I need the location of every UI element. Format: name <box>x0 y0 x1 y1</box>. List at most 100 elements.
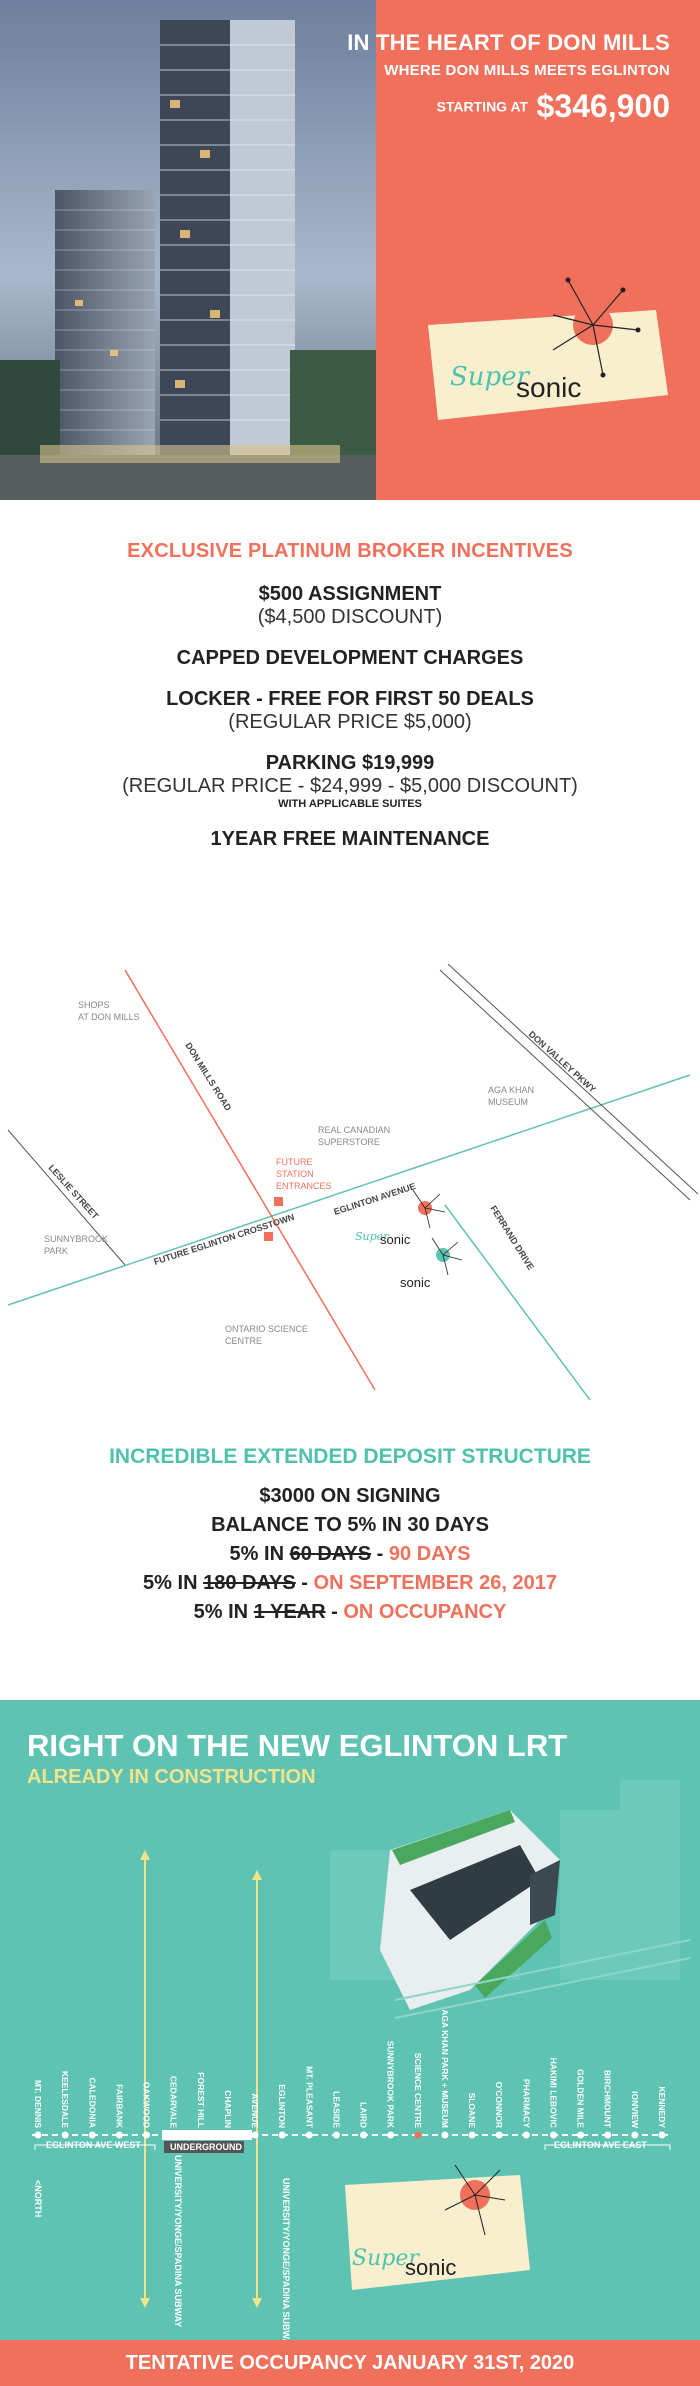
station-dot <box>414 2131 422 2139</box>
station-dot <box>387 2131 395 2139</box>
station-dot <box>549 2131 557 2139</box>
label-shops: SHOPS <box>78 1000 110 1010</box>
incentive-locker: LOCKER - FREE FOR FIRST 50 DEALS <box>166 688 534 710</box>
station-dot <box>224 2131 232 2139</box>
station-label: LEASIDE <box>331 2091 341 2128</box>
station-dot <box>143 2131 151 2139</box>
station-entrance-marker-2 <box>264 1232 273 1241</box>
station-label: AGA KHAN PARK + MUSEUM <box>440 2009 450 2128</box>
station-dot <box>34 2131 42 2139</box>
logo-sonic-text: sonic <box>516 372 581 403</box>
station-label: SCIENCE CENTRE <box>413 2053 423 2128</box>
lrt-subtitle: ALREADY IN CONSTRUCTION <box>27 1766 316 1788</box>
label-dvp: DON VALLEY PKWY <box>527 1029 598 1094</box>
super-sonic-logo: Super sonic <box>428 277 668 420</box>
lrt-logo-super: Super <box>352 2246 420 2271</box>
station-dot <box>360 2131 368 2139</box>
label-don-mills-road: DON MILLS ROAD <box>183 1041 233 1113</box>
label-crosstown: FUTURE EGLINTON CROSSTOWN <box>153 1212 296 1267</box>
station-label: AVENUE <box>250 2093 260 2128</box>
label-future-station-3: ENTRANCES <box>276 1181 332 1191</box>
subway-label-1: UNIVERSITY/YONGE/SPADINA SUBWAY <box>173 2155 183 2327</box>
label-sunnybrook: SUNNYBROOK <box>44 1234 108 1244</box>
label-ferrand-drive: FERRAND DRIVE <box>488 1204 536 1272</box>
subway-lines <box>144 1855 258 2305</box>
label-future-station: FUTURE <box>276 1157 313 1167</box>
station-label: FOREST HILL <box>196 2072 206 2128</box>
deposit-line-5-c: ON OCCUPANCY <box>343 1601 507 1623</box>
deposit-line-5-a: 5% IN <box>193 1601 254 1623</box>
label-shops-2: AT DON MILLS <box>78 1012 140 1022</box>
station-dot <box>197 2131 205 2139</box>
station-label: CHAPLIN <box>223 2090 233 2128</box>
incentive-assignment: $500 ASSIGNMENT <box>258 583 442 605</box>
station-label: O'CONNOR <box>494 2082 504 2128</box>
label-science-centre-2: CENTRE <box>225 1336 262 1346</box>
station-dot <box>332 2131 340 2139</box>
station-dot <box>251 2131 259 2139</box>
station-label: OAKWOOD <box>142 2082 152 2128</box>
station-dot <box>441 2131 449 2139</box>
west-bracket <box>34 2144 156 2150</box>
deposit-line-5: 5% IN 1 YEAR - ON OCCUPANCY <box>0 1601 700 1624</box>
label-eglinton-west: EGLINTON AVE WEST <box>46 2140 141 2150</box>
station-label: CALEDONIA <box>87 2077 97 2128</box>
incentive-capped-charges: CAPPED DEVELOPMENT CHARGES <box>176 647 524 669</box>
price-row: STARTING AT $346,900 <box>437 88 670 125</box>
deposit-line-4-a: 5% IN <box>143 1572 204 1594</box>
deposit-line-4-strike: 180 DAYS <box>203 1572 296 1594</box>
station-label: IONVIEW <box>630 2091 640 2129</box>
deposit-line-2: BALANCE TO 5% IN 30 DAYS <box>211 1514 489 1536</box>
hero-subtitle: WHERE DON MILLS MEETS EGLINTON <box>384 62 670 79</box>
station-dot <box>305 2131 313 2139</box>
station-dot <box>577 2131 585 2139</box>
deposit-line-3-b: - <box>371 1543 389 1565</box>
underground-segment <box>162 2130 252 2140</box>
incentive-locker-sub: (REGULAR PRICE $5,000) <box>228 711 472 733</box>
station-label: CEDARVALE <box>169 2076 179 2128</box>
deposit-line-3-a: 5% IN <box>229 1543 290 1565</box>
station-dot <box>495 2131 503 2139</box>
don-mills-road <box>124 969 376 1391</box>
station-label: KEELESDALE <box>60 2071 70 2128</box>
broker-incentives-section: EXCLUSIVE PLATINUM BROKER INCENTIVES $50… <box>0 540 700 851</box>
leslie-street-road <box>7 1129 126 1266</box>
station-dot <box>468 2131 476 2139</box>
deposit-line-3: 5% IN 60 DAYS - 90 DAYS <box>0 1543 700 1566</box>
station-label: PHARMACY <box>521 2079 531 2128</box>
eglinton-lrt-section: UNIVERSITY/YONGE/SPADINA SUBWAY UNIVERSI… <box>0 1700 700 2340</box>
deposit-line-4: 5% IN 180 DAYS - ON SEPTEMBER 26, 2017 <box>0 1572 700 1595</box>
station-dot <box>522 2131 530 2139</box>
station-label: SLOANE <box>467 2093 477 2129</box>
super-sonic-map-marker: Super sonic <box>355 1189 446 1247</box>
label-future-station-2: STATION <box>276 1169 314 1179</box>
deposit-line-4-c: ON SEPTEMBER 26, 2017 <box>313 1572 557 1594</box>
north-label: <NORTH <box>33 2180 43 2217</box>
station-label: MT. DENNIS <box>33 2080 43 2129</box>
occupancy-footer: TENTATIVE OCCUPANCY JANUARY 31ST, 2020 <box>0 2340 700 2386</box>
incentives-title: EXCLUSIVE PLATINUM BROKER INCENTIVES <box>127 540 573 562</box>
underground-badge <box>164 2141 244 2153</box>
station-label: LAIRD <box>359 2102 369 2128</box>
deposit-line-5-b: - <box>325 1601 344 1623</box>
station-label: EGLINTON <box>277 2084 287 2128</box>
map-sonic-label: sonic <box>400 1275 431 1290</box>
deposit-line-3-strike: 60 DAYS <box>289 1543 372 1565</box>
hero-section: IN THE HEART OF DON MILLS WHERE DON MILL… <box>0 0 700 500</box>
station-dot <box>88 2131 96 2139</box>
label-eglinton-avenue: EGLINTON AVENUE <box>333 1181 417 1217</box>
lrt-title: RIGHT ON THE NEW EGLINTON LRT <box>27 1728 568 1763</box>
label-science-centre: ONTARIO SCIENCE <box>225 1324 308 1334</box>
price-value: $346,900 <box>536 88 670 124</box>
incentive-assignment-sub: ($4,500 DISCOUNT) <box>257 606 443 628</box>
station-entrance-marker-1 <box>274 1197 283 1206</box>
station-dot <box>115 2131 123 2139</box>
incentive-parking-sub: (REGULAR PRICE - $24,999 - $5,000 DISCOU… <box>122 775 578 797</box>
label-underground: UNDERGROUND <box>170 2142 243 2152</box>
deposit-line-1: $3000 ON SIGNING <box>259 1485 441 1507</box>
hero-info-panel: IN THE HEART OF DON MILLS WHERE DON MILL… <box>347 0 700 500</box>
label-real-canadian: REAL CANADIAN <box>318 1125 390 1135</box>
incentive-parking: PARKING $19,999 <box>265 752 435 774</box>
lrt-logo-sonic: sonic <box>405 2255 456 2280</box>
building-rendering-image <box>0 0 376 500</box>
